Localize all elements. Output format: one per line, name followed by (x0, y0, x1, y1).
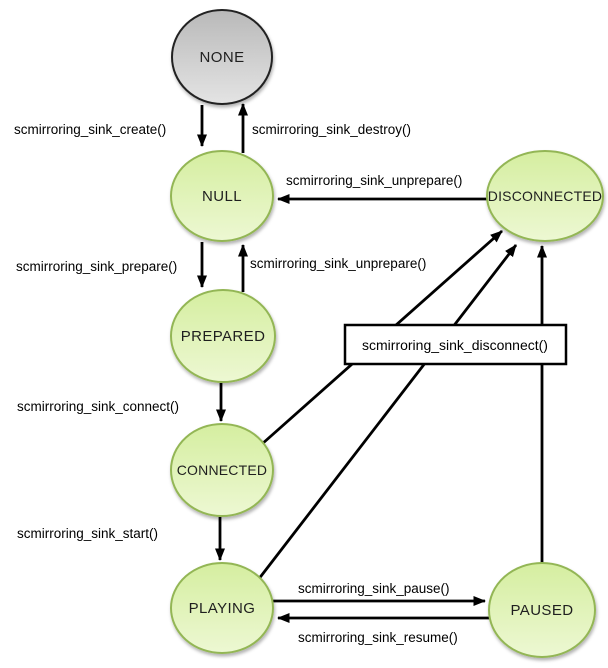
transition-label-prepare: scmirroring_sink_prepare() (16, 259, 177, 274)
state-disconnected-label: DISCONNECTED (488, 188, 602, 204)
state-playing-label: PLAYING (189, 600, 256, 617)
state-disconnected (486, 150, 604, 242)
transition-label-destroy: scmirroring_sink_destroy() (252, 122, 411, 137)
arrow-disconnect-from-playing (256, 244, 518, 581)
state-connected (170, 423, 274, 517)
state-connected-label: CONNECTED (177, 462, 267, 478)
transition-label-resume: scmirroring_sink_resume() (298, 630, 458, 645)
transition-arrows: scmirroring_sink_disconnect() (197, 103, 568, 623)
state-paused-label: PAUSED (511, 602, 574, 619)
state-prepared-label: PREPARED (181, 328, 266, 345)
transition-label-unprepare-from-disconnected: scmirroring_sink_unprepare() (286, 173, 462, 188)
transition-label-connect: scmirroring_sink_connect() (17, 399, 179, 414)
transition-label-disconnect: scmirroring_sink_disconnect() (362, 337, 548, 353)
transition-label-start: scmirroring_sink_start() (17, 526, 158, 541)
state-nodes: NONE NULL PREPARED CONNECTED PLAYING PAU… (170, 9, 604, 658)
state-null (170, 150, 274, 242)
transition-label-unprepare-from-prepared: scmirroring_sink_unprepare() (250, 256, 426, 271)
state-prepared (170, 289, 276, 383)
state-none (171, 9, 273, 105)
disconnect-label-box (343, 323, 568, 366)
state-null-label: NULL (202, 188, 242, 205)
state-paused (488, 562, 596, 658)
transition-label-create: scmirroring_sink_create() (14, 122, 166, 137)
transition-label-pause: scmirroring_sink_pause() (298, 581, 450, 596)
state-playing (170, 562, 274, 654)
transition-labels: scmirroring_sink_create() scmirroring_si… (14, 122, 462, 645)
state-none-label: NONE (200, 49, 245, 66)
